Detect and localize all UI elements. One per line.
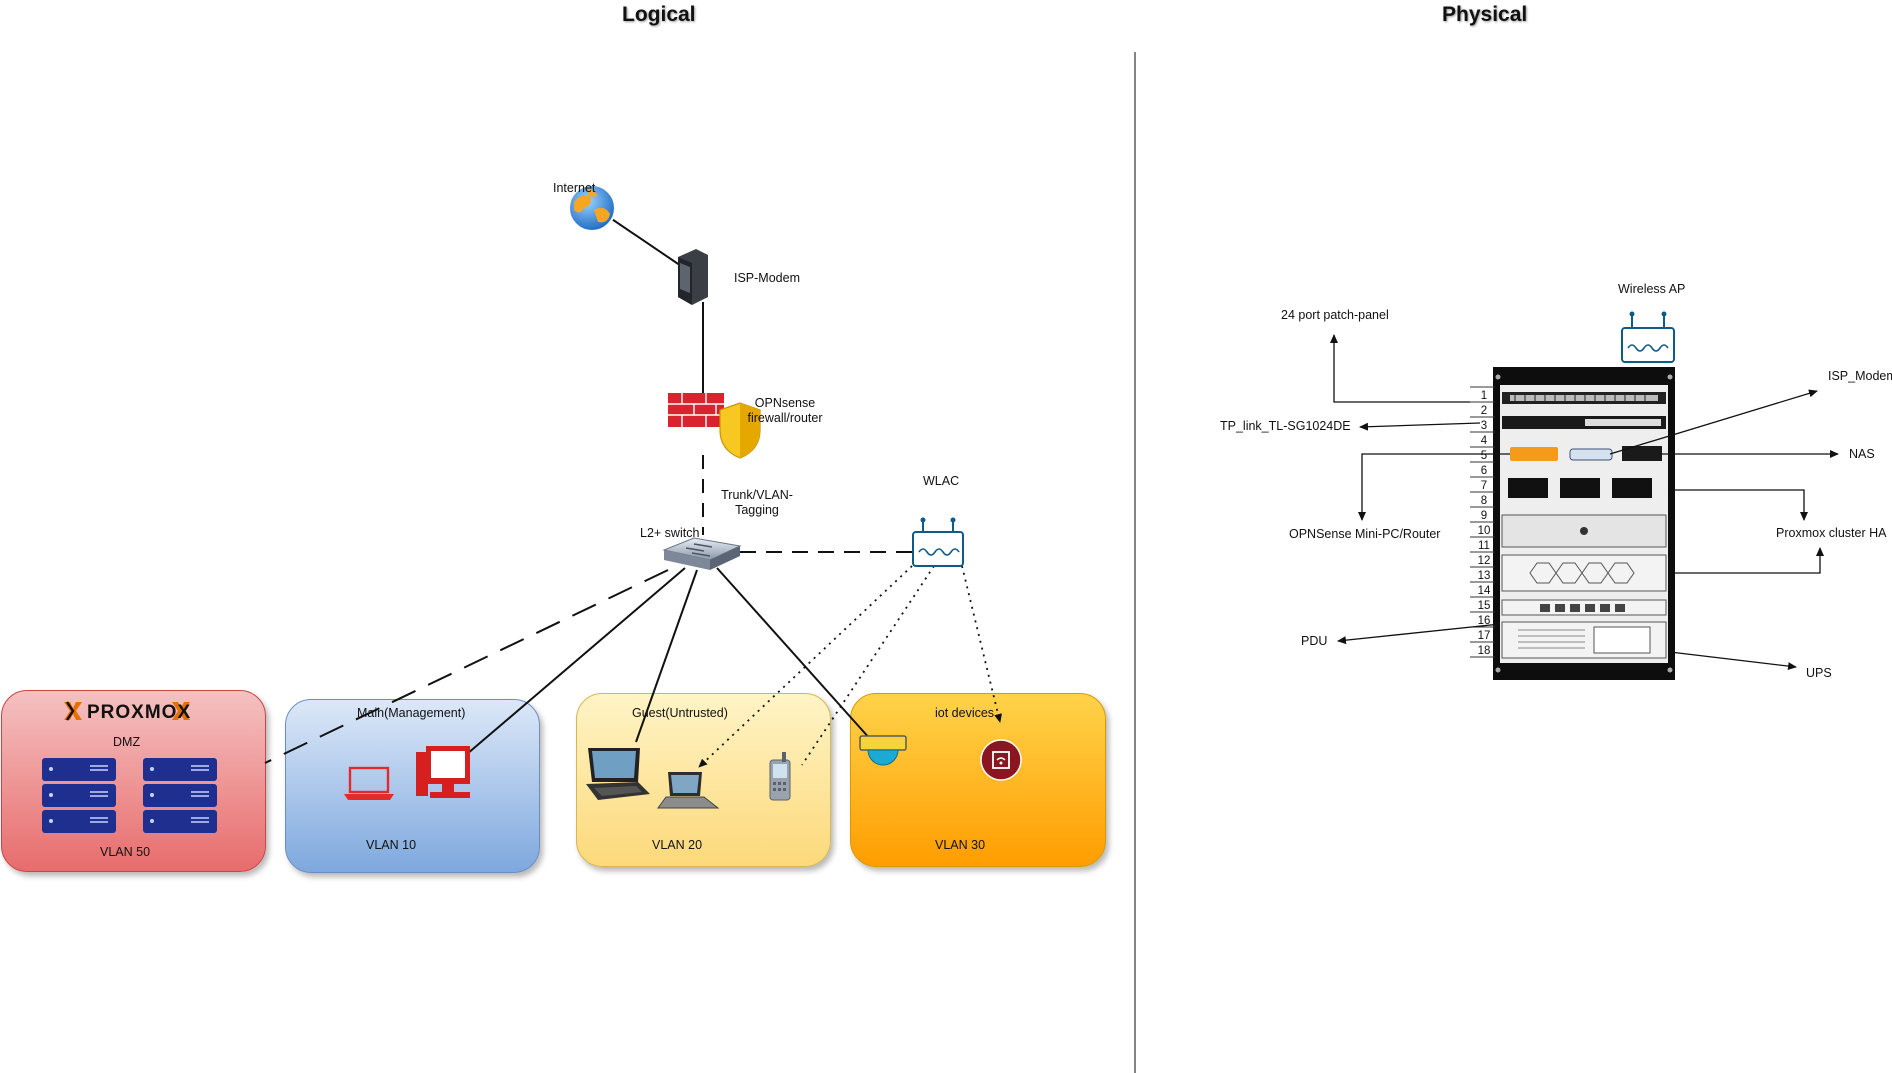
rack-unit-label: 16 [1478,615,1491,627]
wireless-links [698,565,1002,768]
laptop-icon [657,772,720,809]
callout-isp-modem [1609,389,1818,455]
vlan30-name: iot devices [935,706,995,720]
isp-modem-label: ISP-Modem [734,271,800,285]
rack-unit-label: 11 [1478,540,1490,552]
vlan30-zone [850,693,1106,867]
proxmox-logo-x-icon [172,702,190,720]
firewall-label-line1: OPNsense [754,396,816,410]
vlan20-name: Guest(Untrusted) [632,706,728,720]
callout-opnsense [1358,453,1510,521]
dome-camera-icon [859,735,907,766]
callout-pdu [1337,623,1501,645]
phone-icon [769,752,791,801]
logical-links [264,210,915,764]
link-switch-camera [716,567,872,741]
rack-unit-label: 5 [1481,450,1487,462]
nas-label: NAS [1849,447,1875,461]
wlac-label: WLAC [923,474,960,488]
rack-unit-label: 15 [1478,600,1491,612]
trunk-label-line2: Tagging [735,503,779,517]
rack-unit-label: 1 [1481,390,1487,402]
vlan10-label: VLAN 10 [366,838,417,852]
vlan20-label: VLAN 20 [652,838,703,852]
opnsense-physical-label: OPNSense Mini-PC/Router [1289,527,1441,541]
rack-unit-label: 12 [1478,555,1491,567]
access-point-icon [912,517,964,567]
rack-unit-label: 13 [1478,570,1491,582]
proxmox-brand-text: PROXMOX [87,702,192,723]
firewall-label-line2: firewall/router [747,411,823,425]
laptop-icon [344,766,394,800]
link-switch-desktop [466,567,686,755]
patch-panel-label: 24 port patch-panel [1281,308,1389,322]
server-stack-left-icon [42,758,116,833]
isp-modem-physical-label: ISP_Modem [1828,369,1892,383]
proxmox-logo-icon [64,701,82,721]
wireless-ap-label: Wireless AP [1618,282,1686,296]
switch-icon [662,537,742,570]
trunk-label-line1: Trunk/VLAN- [721,488,793,502]
rack-unit-label: 10 [1478,525,1491,537]
rack-unit-label: 2 [1481,405,1487,417]
pdu-label: PDU [1301,634,1328,648]
callout-patch-panel [1330,334,1470,403]
shield-icon [719,402,761,459]
rack-unit-label: 14 [1478,585,1491,597]
callout-proxmox-2 [1670,547,1824,574]
vlan30-label: VLAN 30 [935,838,986,852]
link-switch-tablet [635,569,698,743]
wifi-to-iot [961,565,1002,723]
rack-unit-label: 9 [1481,510,1487,522]
vlan10-name: Main(Management) [357,706,466,720]
internet-label: Internet [553,181,596,195]
physical-callouts [1330,334,1839,671]
rack-unit-label: 7 [1481,480,1487,492]
proxmox-brand: PROXMOX [85,702,191,724]
desktop-icon [416,746,470,798]
rack-unit-label: 8 [1481,495,1487,507]
wireless-ap-icon [1621,311,1675,363]
rack-unit-label: 3 [1481,420,1487,432]
server-stack-right-icon [143,758,217,833]
wifi-to-phone [801,565,935,766]
link-internet-modem [599,210,691,273]
iot-hub-icon [980,739,1022,781]
callout-ups [1669,651,1797,671]
globe-icon [568,184,616,232]
firewall-icon [668,393,724,427]
rack-unit-numbers: 1 2 3 4 5 6 7 8 9 10 11 12 13 14 15 16 1… [1478,390,1491,657]
dmz-label: DMZ [113,735,141,749]
ups-label: UPS [1806,666,1832,680]
link-switch-vlan50 [264,569,669,764]
rack-unit-label: 18 [1478,645,1491,657]
rack-unit-label: 4 [1481,435,1488,447]
modem-icon [678,249,708,305]
vlan50-label: VLAN 50 [100,845,151,859]
switch-label: L2+ switch [640,526,700,540]
rack-unit-label: 17 [1478,630,1491,642]
rack-unit-label: 6 [1481,465,1487,477]
tablet-monitor-icon [586,748,650,800]
callout-switch [1359,422,1481,431]
switch-physical-label: TP_link_TL-SG1024DE [1220,419,1351,433]
logical-title: Logical [622,3,696,26]
proxmox-physical-label: Proxmox cluster HA [1776,526,1887,540]
callout-proxmox [1670,489,1808,521]
physical-title: Physical [1442,3,1528,26]
rack-icon [1493,367,1675,680]
